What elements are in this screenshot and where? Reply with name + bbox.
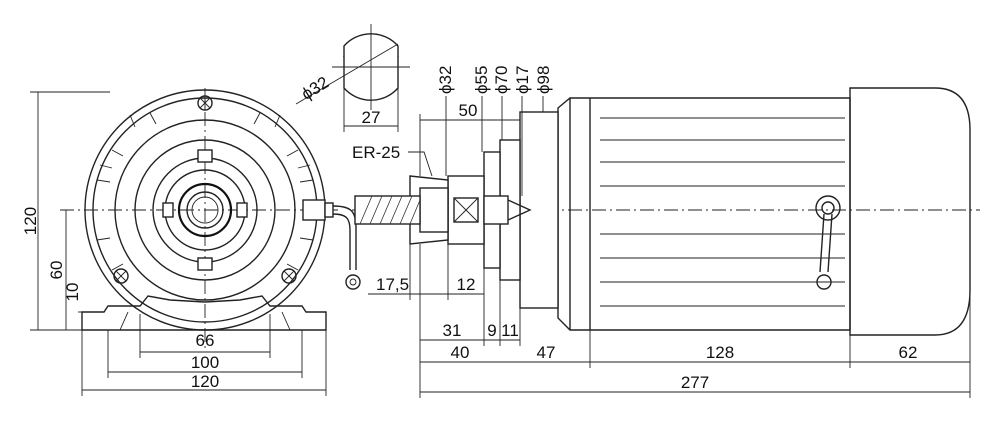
dim-17-5: 17,5 [376,275,409,294]
side-view: ER-25 ϕ32 ϕ55 ϕ70 ϕ17 ϕ98 50 17,5 12 31 … [352,66,980,398]
dia-98-label: ϕ98 [534,66,553,94]
dim-12: 12 [457,275,476,294]
dia-70-label: ϕ70 [492,66,511,94]
dim-foot-height: 10 [63,283,82,302]
dim-shaft-diameter: ϕ32 [298,73,332,104]
dim-base-mid: 100 [191,353,219,372]
motor-base [81,295,327,331]
dim-47: 47 [537,343,556,362]
tool-hatch [359,195,421,225]
dim-9: 9 [487,321,496,340]
screw-left [113,268,129,284]
dim-62: 62 [899,343,918,362]
front-view: 120 60 10 66 100 120 [21,88,361,396]
dia-17-label: ϕ17 [513,66,532,94]
body-fins [600,117,845,307]
housing-fins [96,98,314,271]
dim-50: 50 [459,101,478,120]
dia-32-label: ϕ32 [436,66,455,94]
screw-right [281,268,297,284]
collet-label: ER-25 [352,143,400,162]
dim-base-inner: 66 [196,331,215,350]
dim-total: 277 [681,373,709,392]
dim-31: 31 [443,321,462,340]
dim-11: 11 [501,321,519,340]
shaft-section: 27 ϕ32 [295,24,410,132]
dim-axis-height: 60 [47,261,66,280]
dim-shaft-flat: 27 [362,108,381,127]
dim-base-outer: 120 [191,372,219,391]
cable-gland [302,199,361,290]
dia-55-label: ϕ55 [472,66,491,94]
dim-40: 40 [451,343,470,362]
screw-top [197,95,213,111]
dim-128: 128 [706,343,734,362]
dim-height-total: 120 [21,207,40,235]
